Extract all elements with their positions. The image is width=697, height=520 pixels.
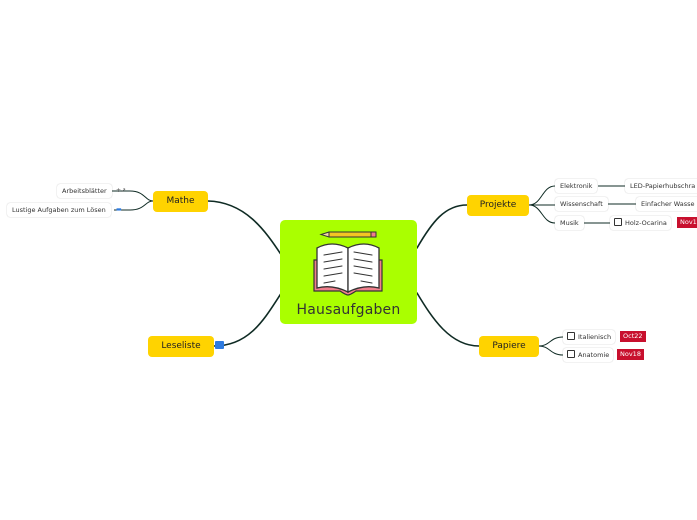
due-date-badge: Nov1 bbox=[677, 217, 697, 228]
subtopic-musik-label: Musik bbox=[560, 219, 579, 227]
topic-leseliste[interactable]: Leseliste bbox=[148, 336, 214, 357]
attachment-icon[interactable]: ▬ bbox=[116, 206, 122, 214]
subtopic-musik[interactable]: Musik bbox=[555, 216, 584, 230]
subtopic-arbeitsblaetter[interactable]: Arbeitsblätter bbox=[57, 184, 112, 198]
subtopic-lustige-aufgaben[interactable]: Lustige Aufgaben zum Lösen bbox=[7, 203, 111, 217]
task-anatomie[interactable]: Anatomie bbox=[563, 348, 613, 362]
open-book-with-pencil-icon bbox=[280, 220, 417, 300]
central-topic[interactable]: Hausaufgaben bbox=[280, 220, 417, 324]
subtopic-einfacher-wasser[interactable]: Einfacher Wasse bbox=[636, 197, 697, 211]
checkbox[interactable] bbox=[567, 350, 575, 358]
topic-mathe[interactable]: Mathe bbox=[153, 191, 208, 212]
subtopic-led-papierhubschrauber[interactable]: LED-Papierhubschra bbox=[625, 179, 697, 193]
due-date-text: Oct22 bbox=[623, 332, 643, 340]
task-italienisch[interactable]: Italienisch bbox=[563, 330, 615, 344]
checkbox[interactable] bbox=[614, 218, 622, 226]
subtopic-wissenschaft-label: Wissenschaft bbox=[560, 200, 603, 208]
subtopic-wissenschaft[interactable]: Wissenschaft bbox=[555, 197, 608, 211]
subtopic-elektronik[interactable]: Elektronik bbox=[555, 179, 597, 193]
due-date-text: Nov18 bbox=[620, 350, 641, 358]
topic-leseliste-label: Leseliste bbox=[161, 341, 200, 351]
checkbox[interactable] bbox=[567, 332, 575, 340]
topic-projekte-label: Projekte bbox=[480, 200, 517, 210]
external-link-icon[interactable]: +↗ bbox=[116, 187, 126, 195]
task-italienisch-label: Italienisch bbox=[578, 333, 611, 341]
subtopic-arbeitsblaetter-label: Arbeitsblätter bbox=[62, 187, 107, 195]
topic-papiere[interactable]: Papiere bbox=[479, 336, 539, 357]
due-date-badge: Oct22 bbox=[620, 331, 646, 342]
due-date-text: Nov1 bbox=[680, 218, 697, 226]
subtopic-lustige-aufgaben-label: Lustige Aufgaben zum Lösen bbox=[12, 206, 106, 214]
note-icon[interactable] bbox=[215, 341, 224, 349]
topic-papiere-label: Papiere bbox=[492, 341, 525, 351]
subtopic-elektronik-label: Elektronik bbox=[560, 182, 592, 190]
due-date-badge: Nov18 bbox=[617, 349, 644, 360]
central-topic-title: Hausaufgaben bbox=[280, 302, 417, 318]
task-anatomie-label: Anatomie bbox=[578, 351, 609, 359]
topic-projekte[interactable]: Projekte bbox=[467, 195, 529, 216]
topic-mathe-label: Mathe bbox=[166, 196, 194, 206]
subtopic-wasser-label: Einfacher Wasse bbox=[641, 200, 695, 208]
task-holz-ocarina-label: Holz-Ocarina bbox=[625, 219, 667, 227]
task-holz-ocarina[interactable]: Holz-Ocarina bbox=[610, 216, 671, 230]
subtopic-led-label: LED-Papierhubschra bbox=[630, 182, 695, 190]
